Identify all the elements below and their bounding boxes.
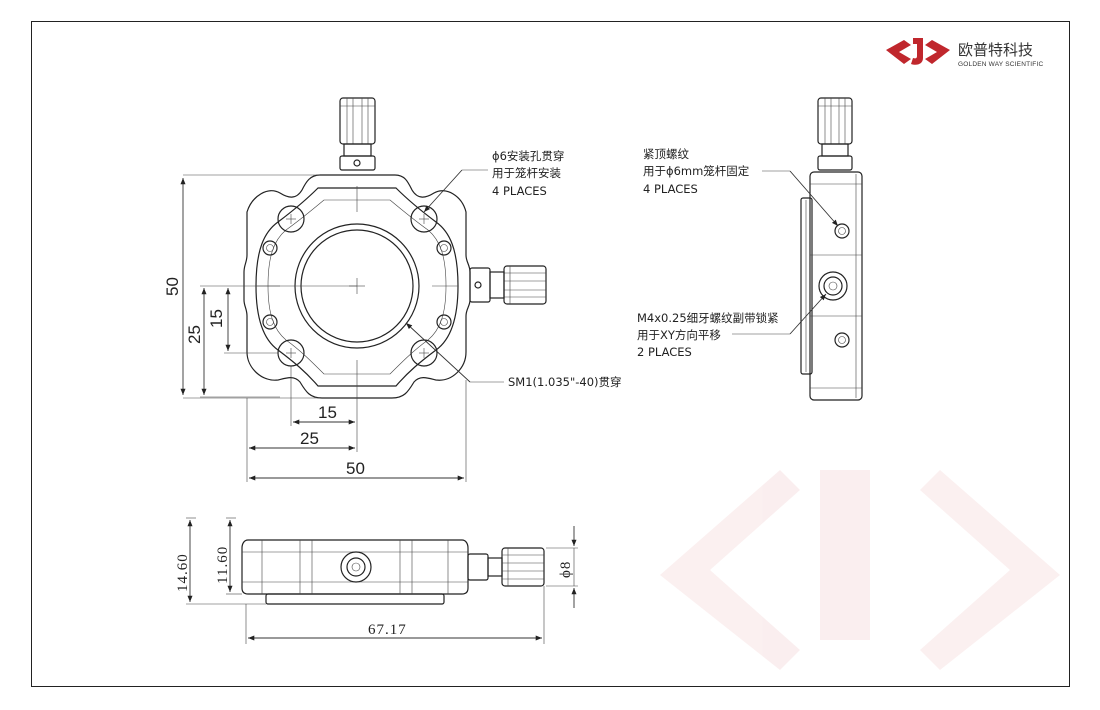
brand-logo	[886, 38, 950, 65]
note-setscrew-line1: 紧顶螺纹	[643, 147, 689, 161]
mount-hole	[410, 205, 438, 233]
note-setscrew-line3: 4 PLACES	[643, 182, 698, 196]
dim-knob-dia: ϕ8	[558, 561, 574, 578]
dim-height-total: 50	[163, 277, 182, 296]
front-dimensions	[180, 174, 467, 482]
brand-name-cn: 欧普特科技	[958, 41, 1033, 59]
note-setscrew-line2: 用于ϕ6mm笼杆固定	[643, 164, 750, 178]
note-adjuster-line1: M4x0.25细牙螺纹副带锁紧	[637, 311, 779, 325]
mount-hole	[410, 339, 438, 367]
note-adjuster-line2: 用于XY方向平移	[637, 328, 721, 342]
watermark-logo	[660, 470, 1060, 670]
dim-bottom-height-body: 11.60	[215, 546, 231, 584]
note-mount-line3: 4 PLACES	[492, 184, 547, 198]
brand-name-en: GOLDEN WAY SCIENTIFIC	[958, 61, 1043, 68]
dim-height-center: 15	[207, 309, 226, 328]
bottom-view	[241, 539, 545, 605]
dim-height-hole: 25	[185, 325, 204, 344]
dim-bottom-length: 67.17	[368, 622, 407, 638]
front-view	[243, 97, 547, 399]
dim-width-center: 15	[318, 403, 337, 422]
note-adjuster-line3: 2 PLACES	[637, 345, 692, 359]
dim-width-hole: 25	[300, 429, 319, 448]
bottom-dimensions	[186, 517, 578, 644]
note-mount-line1: ϕ6安装孔贯穿	[492, 149, 564, 163]
drawing-frame	[31, 21, 1070, 687]
mount-hole	[277, 205, 305, 233]
side-view	[800, 97, 863, 401]
note-mount-line2: 用于笼杆安装	[492, 166, 561, 180]
dim-bottom-height-total: 14.60	[175, 553, 191, 592]
note-thread: SM1(1.035"-40)贯穿	[508, 375, 622, 389]
dim-width-total: 50	[346, 459, 365, 478]
